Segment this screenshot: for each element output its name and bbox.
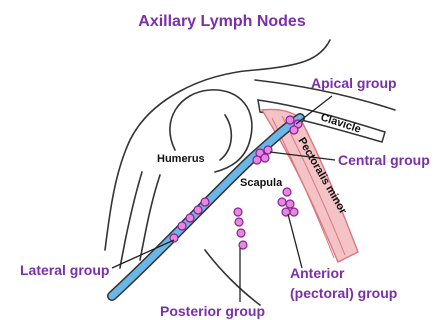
anterior-nodes <box>278 188 298 216</box>
anterior-group-label-line2: (pectoral) group <box>290 285 397 301</box>
posterior-group-label: Posterior group <box>160 303 265 319</box>
clavicle-label: Clavicle <box>319 111 362 135</box>
posterior-nodes <box>234 208 247 249</box>
arm-outline <box>120 172 142 268</box>
central-group-label: Central group <box>338 152 430 168</box>
anterior-leader <box>288 214 302 268</box>
anterior-group-label-line1: Anterior <box>290 265 345 281</box>
scapula-label: Scapula <box>240 177 283 189</box>
lateral-group-label: Lateral group <box>20 262 109 278</box>
lower-body-outline <box>205 250 260 305</box>
diagram-title: Axillary Lymph Nodes <box>138 13 306 30</box>
apical-group-label: Apical group <box>311 75 397 91</box>
humerus-label: Humerus <box>157 153 205 165</box>
axillary-vessel <box>112 118 300 296</box>
glenoid-outline <box>220 115 231 160</box>
lateral-nodes <box>170 198 209 242</box>
